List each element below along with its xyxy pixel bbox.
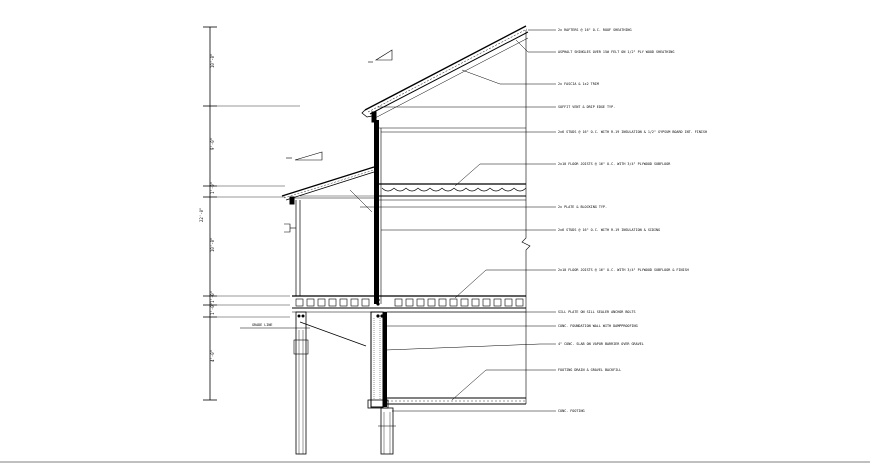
floor-block (460, 298, 469, 307)
slab (367, 397, 526, 409)
floor-block (405, 298, 414, 307)
dim-label: 10'-0" (210, 54, 215, 68)
dim-label: 1'-0" (210, 303, 215, 315)
floor-block (394, 298, 403, 307)
dimension-labels: 10'-0" 9'-0" 1'-0" 22'-0" 10'-0" 1'-0" 1… (199, 54, 215, 362)
note: 2x FASCIA & 1x2 TRIM (558, 82, 599, 86)
note: 2x10 FLOOR JOISTS @ 16" O.C. WITH 3/4" P… (558, 162, 671, 166)
upper-wall (374, 120, 526, 304)
footing (378, 407, 396, 455)
note: 4" CONC. SLAB ON VAPOR BARRIER OVER GRAV… (558, 342, 644, 346)
dim-label: 1'-0" (210, 182, 215, 194)
floor-block (515, 298, 524, 307)
floor-block (350, 298, 359, 307)
porch-roof (281, 166, 375, 213)
floor-block (471, 298, 480, 307)
grade-note: GRADE LINE (252, 323, 272, 327)
dim-label: 1'-0" (210, 291, 215, 303)
floor-block (306, 298, 315, 307)
floor-block (416, 298, 425, 307)
note: CONC. FOOTING (558, 409, 585, 413)
note: SOFFIT VENT & DRIP EDGE TYP. (558, 105, 615, 109)
dim-label: 10'-0" (210, 238, 215, 252)
porch-pier (293, 311, 309, 455)
floor-block (339, 298, 348, 307)
note: CONC. FOUNDATION WALL WITH DAMPPROOFING (558, 324, 638, 328)
floor-block (482, 298, 491, 307)
note: 2x10 FLOOR JOISTS @ 16" O.C. WITH 3/4" P… (558, 268, 689, 272)
floor-block (328, 298, 337, 307)
porch-structure (284, 200, 301, 296)
floor-block (427, 298, 436, 307)
main-roof (361, 25, 529, 123)
floor-block (438, 298, 447, 307)
floor-block (449, 298, 458, 307)
break-line (521, 30, 531, 404)
floor-block (295, 298, 304, 307)
grade-line: GRADE LINE (240, 321, 367, 347)
note: 2x6 STUDS @ 16" O.C. WITH R-19 INSULATIO… (558, 228, 660, 232)
dim-label: 9'-0" (210, 138, 215, 150)
notes: 2x RAFTERS @ 16" O.C. ROOF SHEATHING ASP… (558, 28, 707, 413)
floor-block (493, 298, 502, 307)
foundation-wall (370, 298, 387, 408)
floor-block (504, 298, 513, 307)
note: SILL PLATE ON SILL SEALER ANCHOR BOLTS (558, 310, 636, 314)
roof-slope-symbol (368, 49, 393, 63)
floor-block (361, 298, 370, 307)
note: 2x PLATE & BLOCKING TYP. (558, 205, 607, 209)
dim-label: 4'-0" (210, 350, 215, 362)
porch-slope-symbol (286, 151, 323, 161)
note: FOOTING DRAIN & GRAVEL BACKFILL (558, 368, 621, 372)
note: 2x RAFTERS @ 16" O.C. ROOF SHEATHING (558, 28, 632, 32)
dim-label: 22'-0" (199, 208, 204, 222)
note: ASPHALT SHINGLES OVER 15# FELT ON 1/2" P… (558, 50, 674, 54)
upper-floor (379, 183, 527, 201)
dimension-string (203, 26, 300, 401)
floor-block (317, 298, 326, 307)
lower-floor (292, 295, 526, 313)
note: 2x6 STUDS @ 16" O.C. WITH R-19 INSULATIO… (558, 130, 707, 134)
leader-lines (360, 29, 556, 412)
